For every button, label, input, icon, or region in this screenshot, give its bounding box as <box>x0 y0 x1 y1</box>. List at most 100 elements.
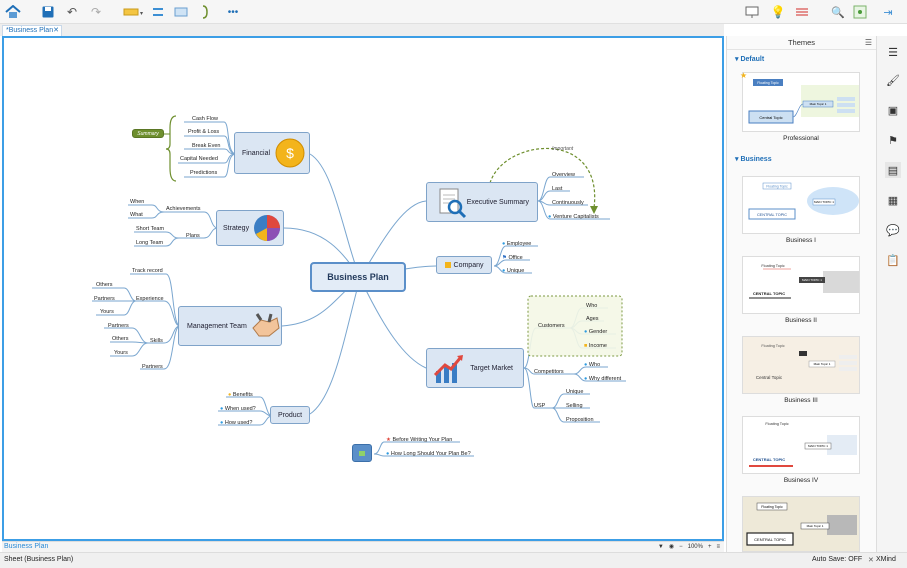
sub-overview[interactable]: Overview <box>552 172 575 178</box>
sub-partners-main[interactable]: Partners <box>142 364 163 370</box>
close-icon[interactable]: ✕ <box>53 27 59 34</box>
sub-before-writing[interactable]: ★ Before Writing Your Plan <box>386 437 453 443</box>
eye-icon[interactable]: ◉ <box>668 544 675 550</box>
sub-achievements[interactable]: Achievements <box>166 206 201 212</box>
sub-income[interactable]: ■ Income <box>584 343 607 349</box>
sub-yours-skills[interactable]: Yours <box>114 350 128 356</box>
outline-icon[interactable] <box>794 3 810 21</box>
sub-predictions[interactable]: Predictions <box>190 170 218 176</box>
sub-plans[interactable]: Plans <box>186 233 200 239</box>
document-tabbar: *Business Plan ✕ <box>0 24 724 36</box>
theme-business-2-thumb[interactable]: Floating Topic MAIN TOPIC 1 CENTRAL TOPI… <box>742 256 860 314</box>
sub-employee[interactable]: ● Employee <box>502 241 532 247</box>
relationship-icon[interactable] <box>150 3 166 21</box>
boundary-icon[interactable] <box>173 3 189 21</box>
notes-icon[interactable]: ▦ <box>887 194 899 207</box>
sub-customers[interactable]: Customers <box>538 323 565 329</box>
home-icon[interactable] <box>4 3 22 21</box>
theme-business-1-thumb[interactable]: Floating Topic MAIN TOPIC 1 CENTRAL TOPI… <box>742 176 860 234</box>
theme-business-3-thumb[interactable]: Floating Topic Main Topic 1 Central Topi… <box>742 336 860 394</box>
sub-gender[interactable]: ● Gender <box>584 329 608 335</box>
image-icon[interactable]: ▣ <box>887 104 899 117</box>
undo-icon[interactable]: ↶ <box>66 5 78 19</box>
task-icon[interactable]: 📋 <box>886 254 900 267</box>
summary-icon[interactable] <box>198 3 214 21</box>
topic-financial[interactable]: Financial $ <box>234 132 310 174</box>
central-topic[interactable]: Business Plan <box>310 262 406 292</box>
topic-management-team[interactable]: Management Team <box>178 306 282 346</box>
sub-who-comp[interactable]: ● Who <box>584 362 601 368</box>
sub-yours-exp[interactable]: Yours <box>100 309 114 315</box>
marker-flag-icon[interactable]: ⚑ <box>888 134 898 147</box>
autosave-status[interactable]: Auto Save: OFF <box>812 556 863 563</box>
sub-unique[interactable]: ● Unique <box>502 268 525 274</box>
save-icon[interactable] <box>40 3 56 21</box>
sheet-tab[interactable]: Business Plan <box>4 543 49 550</box>
sub-others-skills[interactable]: Others <box>112 336 129 342</box>
theme-professional-thumb[interactable]: Floating Topic Main Topic 1 Central Topi… <box>740 71 860 132</box>
sub-last[interactable]: Last <box>552 186 563 192</box>
idea-icon[interactable]: 💡 <box>770 5 786 19</box>
sub-short-team[interactable]: Short Team <box>136 226 165 232</box>
topic-company[interactable]: Company <box>436 256 492 274</box>
comments-icon[interactable]: 💬 <box>886 224 900 237</box>
sub-how-used[interactable]: ● How used? <box>220 420 253 426</box>
topic-target-market[interactable]: Target Market <box>426 348 524 388</box>
person-icon: ● <box>584 329 588 335</box>
topic-executive-summary[interactable]: Executive Summary <box>426 182 538 222</box>
fit-icon[interactable]: ≡ <box>716 544 720 550</box>
zoom-in-button[interactable]: + <box>707 544 712 550</box>
sub-how-long[interactable]: ● How Long Should Your Plan Be? <box>386 451 471 457</box>
sub-when[interactable]: When <box>130 199 145 205</box>
sub-unique-usp[interactable]: Unique <box>566 389 584 395</box>
important-label[interactable]: Important <box>552 146 574 152</box>
sub-cash-flow[interactable]: Cash Flow <box>192 116 218 122</box>
sub-partners-exp[interactable]: Partners <box>94 296 115 302</box>
sub-proposition[interactable]: Proposition <box>566 417 594 423</box>
sub-who-cust[interactable]: Who <box>586 303 598 309</box>
theme-business-4-thumb[interactable]: Floating Topic MAIN TOPIC 1 CENTRAL TOPI… <box>742 416 860 474</box>
sub-venture-capitalists[interactable]: ● Venture Capitalists <box>548 214 599 220</box>
section-business[interactable]: ▾ Business <box>735 156 772 163</box>
theme-business-5-thumb[interactable]: Floating Topic Main Topic 1 CENTRAL TOPI… <box>742 496 860 552</box>
search-icon[interactable]: 🔍 <box>831 6 845 19</box>
redo-icon[interactable]: ↷ <box>90 5 102 19</box>
topic-product[interactable]: Product <box>270 406 310 424</box>
sub-selling[interactable]: Selling <box>566 403 583 409</box>
more-icon[interactable]: ••• <box>227 6 239 18</box>
topic-strategy[interactable]: Strategy <box>216 210 284 246</box>
sub-experience[interactable]: Experience <box>136 296 164 302</box>
sub-usp[interactable]: USP <box>534 403 546 409</box>
filter-icon[interactable]: ▼ <box>657 544 664 550</box>
export-icon[interactable]: ⇥ <box>883 6 893 19</box>
summary-label[interactable]: Summary <box>132 129 164 138</box>
sub-when-used[interactable]: ● When used? <box>220 406 256 412</box>
tab-business-plan[interactable]: *Business Plan ✕ <box>2 25 62 36</box>
section-default[interactable]: ▾ Default <box>735 56 765 63</box>
sub-what[interactable]: What <box>130 212 143 218</box>
format-icon[interactable]: ☰ <box>888 46 898 59</box>
sub-capital-needed[interactable]: Capital Needed <box>180 156 218 162</box>
style-brush-icon[interactable]: 🖌 <box>886 74 900 87</box>
panel-menu-icon[interactable]: ☰ <box>864 38 872 47</box>
sub-long-team[interactable]: Long Team <box>136 240 164 246</box>
sub-office[interactable]: ⚑ Office <box>502 255 523 261</box>
sub-why-different[interactable]: ● Why different <box>584 376 622 382</box>
floating-topic[interactable] <box>352 444 372 462</box>
share-icon[interactable] <box>852 3 868 21</box>
sub-others-exp[interactable]: Others <box>96 282 113 288</box>
mindmap-canvas[interactable]: Business Plan Financial $ Summary Cash F… <box>2 36 724 541</box>
sub-skills[interactable]: Skills <box>150 338 163 344</box>
sub-track-record[interactable]: Track record <box>132 268 163 274</box>
zoom-out-button[interactable]: − <box>679 544 683 550</box>
presentation-icon[interactable] <box>742 3 764 21</box>
sub-ages[interactable]: Ages <box>586 316 599 322</box>
sub-break-even[interactable]: Break Even <box>192 143 221 149</box>
sub-benefits[interactable]: ● Benefits <box>228 392 253 398</box>
topic-icon[interactable]: ▾ <box>122 3 144 21</box>
themes-icon[interactable]: ▤ <box>885 162 901 178</box>
sub-competitors[interactable]: Competitors <box>534 369 564 375</box>
sub-profit-loss[interactable]: Profit & Loss <box>188 129 220 135</box>
sub-continuously[interactable]: Continuously <box>552 200 584 206</box>
sub-partners-skills[interactable]: Partners <box>108 323 129 329</box>
